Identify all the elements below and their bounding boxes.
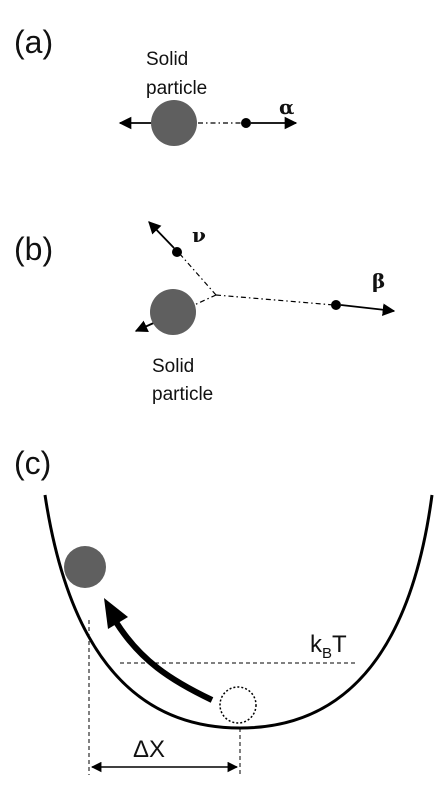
panel-c-displacement-label: ΔX (133, 736, 165, 763)
panel-a-alpha-particle (241, 118, 251, 128)
panel-a-caption-line1: Solid (146, 49, 188, 70)
panel-b-caption-line2: particle (152, 384, 213, 405)
panel-c-energy-label: kBT (310, 631, 347, 662)
energy-label-t: T (332, 631, 347, 658)
panel-b-solid-particle (150, 289, 196, 335)
panel-b-path-particle (191, 294, 217, 307)
panel-c-displacement-arrowhead (104, 598, 128, 629)
panel-b-beta-particle (331, 300, 341, 310)
panel-label-b: (b) (14, 231, 53, 267)
panel-b-beta-label: β (372, 269, 385, 293)
energy-label-k: k (310, 631, 323, 658)
panel-b-caption-line1: Solid (152, 356, 194, 377)
panel-b-path-nu (178, 252, 217, 296)
panel-b-neutrino (172, 247, 182, 257)
panel-b-neutrino-arrow (148, 221, 175, 249)
energy-label-sub: B (322, 645, 332, 662)
panel-b-path-beta (215, 294, 335, 306)
panel-c-displaced-particle (64, 546, 106, 588)
panel-a-caption-line2: particle (146, 78, 207, 99)
panel-label-a: (a) (14, 24, 53, 60)
panel-a-alpha-label: α (279, 95, 294, 119)
panel-c-displacement-path (113, 620, 214, 703)
panel-b-nu-label: ν (192, 223, 206, 247)
panel-b-beta-arrow (340, 303, 396, 316)
panel-label-c: (c) (14, 445, 51, 481)
panel-a-solid-particle (151, 100, 197, 146)
panel-c-initial-position (219, 686, 257, 724)
